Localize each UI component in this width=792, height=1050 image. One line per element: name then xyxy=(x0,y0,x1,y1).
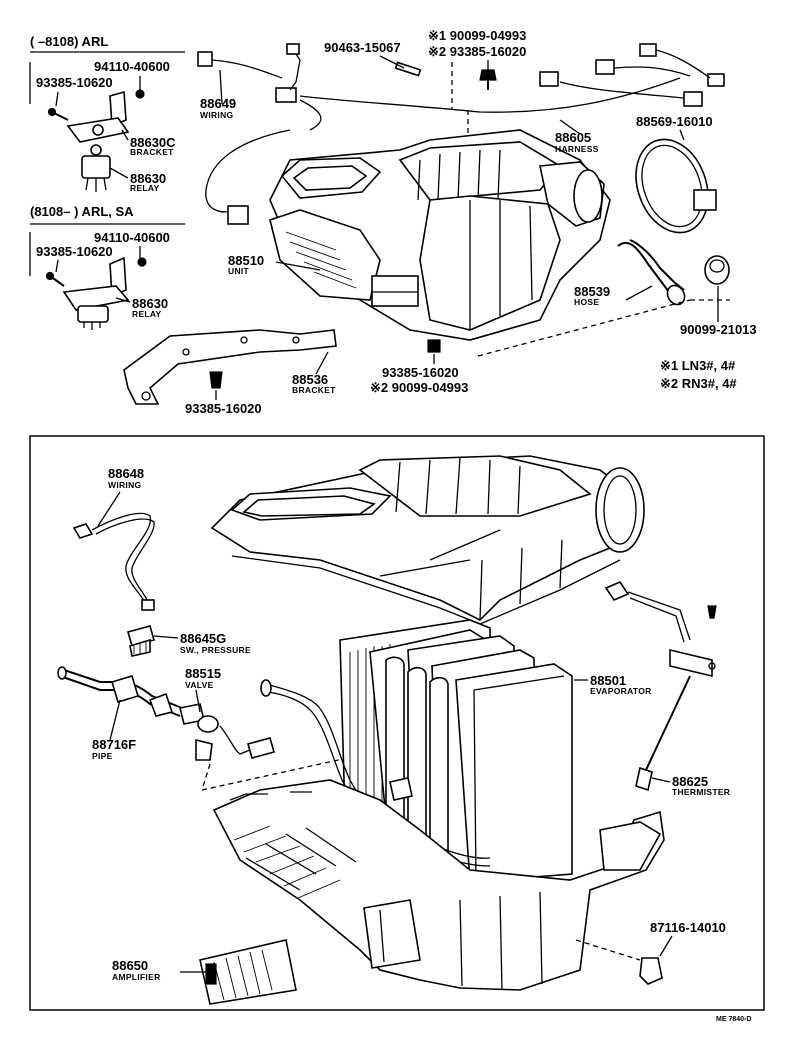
header-arl-sa: (8108– ) ARL, SA xyxy=(30,204,134,219)
bottom-frame xyxy=(29,435,765,1011)
bottom-labels: 88648 WIRING 88645G SW., PRESSURE 88515 … xyxy=(92,466,730,982)
relay-bracket-1-drawing xyxy=(47,89,145,192)
wiring-88648-drawing xyxy=(72,512,155,611)
label-90099-21013: 90099-21013 xyxy=(680,322,757,337)
top-labels: 94110-40600 93385-10620 88630C BRACKET 8… xyxy=(36,28,757,416)
label-88630-b: 88630 xyxy=(132,296,168,311)
label-88605: 88605 xyxy=(555,130,591,145)
thermister-drawing xyxy=(604,581,717,792)
label-88645g-name: SW., PRESSURE xyxy=(180,645,251,655)
label-88625-name: THERMISTER xyxy=(672,787,730,797)
label-93385-10620-b: 93385-10620 xyxy=(36,244,113,259)
label-88650-name: AMPLIFIER xyxy=(112,972,161,982)
label-90099-04993-c: ※2 90099-04993 xyxy=(370,380,468,395)
label-88605-name: HARNESS xyxy=(555,144,599,154)
label-94110-40600-a: 94110-40600 xyxy=(94,59,170,74)
hose-drawing xyxy=(477,239,730,357)
label-88630-b-name: RELAY xyxy=(132,309,162,319)
label-88501-name: EVAPORATOR xyxy=(590,686,652,696)
label-88649-name: WIRING xyxy=(200,110,234,120)
label-87116-14010: 87116-14010 xyxy=(650,920,726,935)
label-90463-15067: 90463-15067 xyxy=(324,40,401,55)
label-88539-name: HOSE xyxy=(574,297,599,307)
label-88630-a: 88630 xyxy=(130,171,166,186)
note-2: ※2 RN3#, 4# xyxy=(660,376,737,391)
lower-case-drawing xyxy=(212,779,665,991)
label-88650: 88650 xyxy=(112,958,148,973)
label-88625: 88625 xyxy=(672,774,708,789)
label-88645g: 88645G xyxy=(180,631,226,646)
relay-bracket-2-drawing xyxy=(45,256,147,330)
label-88648: 88648 xyxy=(108,466,144,481)
clip-drawing xyxy=(639,957,663,985)
cooling-unit-drawing xyxy=(269,129,611,341)
label-88630c-name: BRACKET xyxy=(130,147,174,157)
label-88515-name: VALVE xyxy=(185,680,214,690)
pressure-switch-drawing xyxy=(127,625,155,657)
header-arl: ( –8108) ARL xyxy=(30,34,108,49)
band-clamp-drawing xyxy=(635,138,717,234)
label-88515: 88515 xyxy=(185,666,221,681)
label-88716f-name: PIPE xyxy=(92,751,113,761)
header-arl-group: ( –8108) ARL xyxy=(29,34,185,104)
label-93385-16020-e: 93385-16020 xyxy=(382,365,459,380)
label-88569-16010: 88569-16010 xyxy=(636,114,713,129)
label-94110-40600-b: 94110-40600 xyxy=(94,230,170,245)
bottom-leader-lines xyxy=(97,491,673,973)
harness-drawing xyxy=(197,43,725,225)
label-88501: 88501 xyxy=(590,673,626,688)
label-88539: 88539 xyxy=(574,284,610,299)
top-leader-lines xyxy=(55,55,719,400)
label-88510: 88510 xyxy=(228,253,264,268)
label-88649: 88649 xyxy=(200,96,236,111)
label-93385-10620-a: 93385-10620 xyxy=(36,75,113,90)
label-88536: 88536 xyxy=(292,372,328,387)
unit-bracket-drawing xyxy=(123,329,441,405)
label-88510-name: UNIT xyxy=(228,266,250,276)
label-88716f: 88716F xyxy=(92,737,136,752)
amplifier-drawing xyxy=(199,939,297,1005)
drawing-ref: ME 7840-D xyxy=(716,1016,751,1023)
label-88630c: 88630C xyxy=(130,135,176,150)
label-88536-name: BRACKET xyxy=(292,385,336,395)
upper-case-drawing xyxy=(210,455,645,625)
label-88630-a-name: RELAY xyxy=(130,183,160,193)
header-arl-sa-group: (8108– ) ARL, SA xyxy=(29,204,185,276)
label-88648-name: WIRING xyxy=(108,480,142,490)
note-1: ※1 LN3#, 4# xyxy=(660,358,736,373)
label-90099-04993-a: ※1 90099-04993 xyxy=(428,28,526,43)
pipe-valve-drawing xyxy=(57,666,421,791)
label-93385-16020-c: ※2 93385-16020 xyxy=(428,44,526,59)
label-93385-16020-d: 93385-16020 xyxy=(185,401,262,416)
